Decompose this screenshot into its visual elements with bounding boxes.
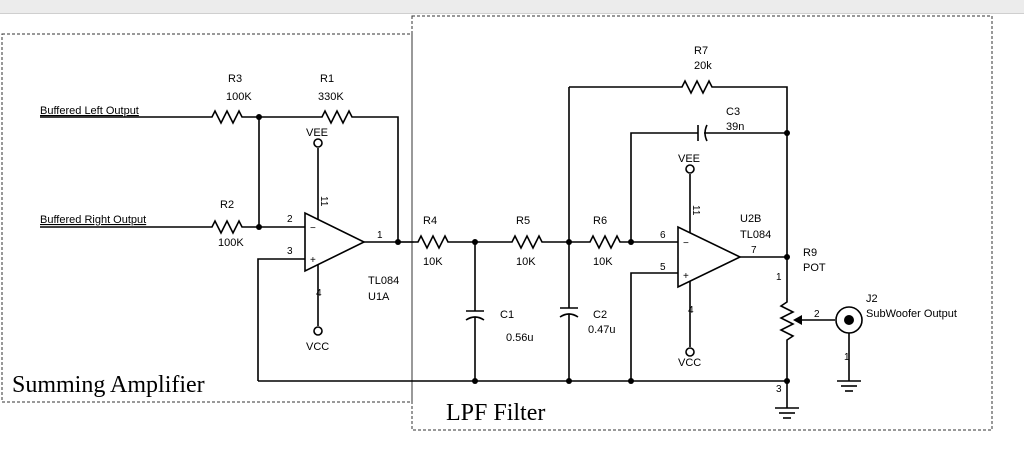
net-label-right-input: Buffered Right Output: [40, 214, 146, 226]
lpf-filter-title: LPF Filter: [446, 400, 545, 426]
c1-value: 0.56u: [506, 332, 534, 344]
u2-pin-top: 11: [690, 205, 701, 216]
r9-value: POT: [803, 262, 826, 274]
u2-pin-bot: 4: [688, 305, 694, 316]
junction-dot: [472, 378, 478, 384]
u1-vcc-label: VCC: [306, 341, 329, 353]
u1a-part: TL084: [368, 275, 399, 287]
resistor-r3: [208, 109, 246, 125]
resistor-r7: [678, 79, 716, 95]
u2-vcc-label: VCC: [678, 357, 701, 369]
u1-pin-inv: 2: [287, 214, 293, 225]
resistor-r5: [508, 234, 546, 250]
u1a-ref: U1A: [368, 291, 390, 303]
u2-pin-inv: 6: [660, 230, 666, 241]
r4-value: 10K: [423, 256, 443, 268]
svg-text:+: +: [310, 255, 316, 266]
resistor-r2: [208, 219, 246, 235]
r7-value: 20k: [694, 60, 712, 72]
net-label-left-input: Buffered Left Output: [40, 105, 139, 117]
opamp-u1a: [304, 211, 366, 273]
c2-value: 0.47u: [588, 324, 616, 336]
c2-ref: C2: [593, 309, 607, 321]
j2-label: SubWoofer Output: [866, 308, 957, 320]
junction-dot: [628, 378, 634, 384]
c3-value: 39n: [726, 121, 744, 133]
opamp-u2b: [677, 225, 742, 289]
j2-pin-gnd: 1: [844, 352, 850, 363]
c3-ref: C3: [726, 106, 740, 118]
r4-ref: R4: [423, 215, 437, 227]
r5-ref: R5: [516, 215, 530, 227]
svg-text:+: +: [683, 271, 689, 282]
pot-pin-bot: 3: [776, 384, 782, 395]
r3-ref: R3: [228, 73, 242, 85]
u2b-part: TL084: [740, 229, 771, 241]
u1-pin-noninv: 3: [287, 246, 293, 257]
r2-value: 100K: [218, 237, 244, 249]
r1-ref: R1: [320, 73, 334, 85]
u1-pin-top: 11: [318, 196, 329, 207]
r6-ref: R6: [593, 215, 607, 227]
resistor-r4: [414, 234, 452, 250]
summing-amplifier-title: Summing Amplifier: [12, 372, 205, 398]
r3-value: 100K: [226, 91, 252, 103]
c1-ref: C1: [500, 309, 514, 321]
junction-dot: [784, 130, 790, 136]
resistor-r6: [586, 234, 624, 250]
resistor-r1: [318, 109, 356, 125]
pot-pin-top: 1: [776, 272, 782, 283]
u2b-ref: U2B: [740, 213, 761, 225]
junction-dot: [566, 378, 572, 384]
svg-text:−: −: [310, 223, 316, 234]
summing-amplifier-region: [1, 33, 413, 403]
u1-pin-out: 1: [377, 230, 383, 241]
u1-pin-bot: 4: [316, 288, 322, 299]
pot-pin-wiper: 2: [814, 309, 820, 320]
r7-ref: R7: [694, 45, 708, 57]
potentiometer-r9: [779, 298, 795, 344]
junction-dot: [784, 378, 790, 384]
browser-top-strip: [0, 0, 1024, 14]
svg-text:−: −: [683, 238, 689, 249]
u2-vee-label: VEE: [678, 153, 700, 165]
j2-ref: J2: [866, 293, 878, 305]
u1-vee-label: VEE: [306, 127, 328, 139]
r9-ref: R9: [803, 247, 817, 259]
junction-dot: [256, 224, 262, 230]
r5-value: 10K: [516, 256, 536, 268]
r6-value: 10K: [593, 256, 613, 268]
u2-pin-out: 7: [751, 245, 757, 256]
u2-pin-noninv: 5: [660, 262, 666, 273]
r1-value: 330K: [318, 91, 344, 103]
lpf-filter-region: [411, 15, 993, 431]
r2-ref: R2: [220, 199, 234, 211]
